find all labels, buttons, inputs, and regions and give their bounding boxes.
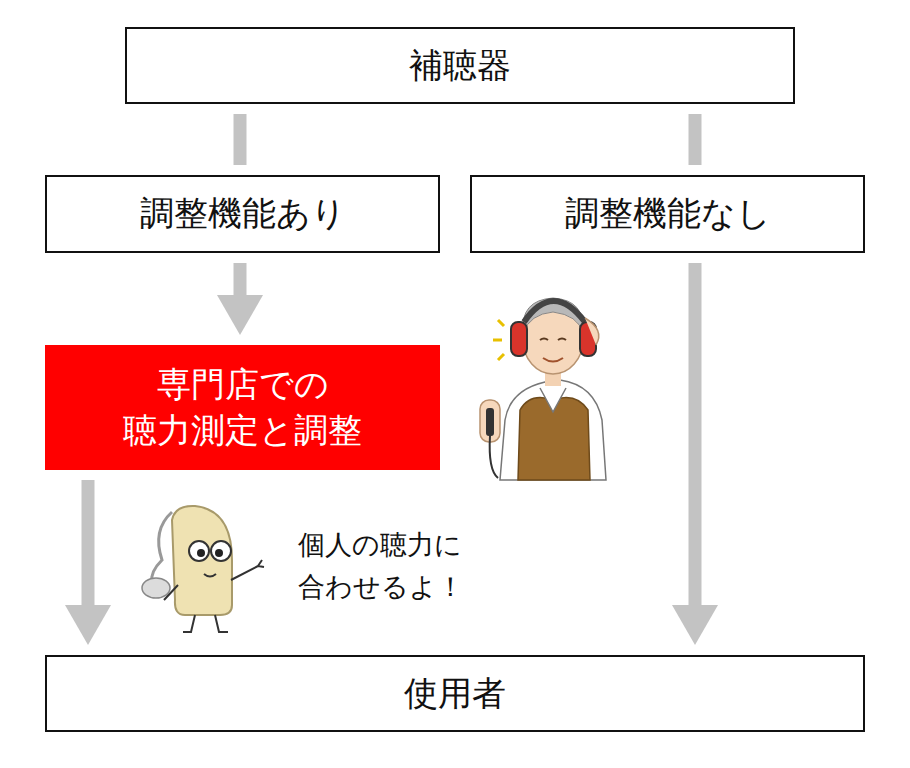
- flow-arrow: [217, 263, 263, 335]
- root-box: 補聴器: [125, 27, 795, 104]
- connector-shaft: [234, 263, 247, 297]
- node-text: 補聴器: [409, 43, 511, 89]
- listener-illustration: [480, 298, 606, 480]
- hearing-aid-mascot: [142, 506, 264, 632]
- arrow-head: [65, 605, 111, 645]
- node-text: 使用者: [404, 671, 506, 717]
- flow-arrow: [695, 114, 696, 165]
- flow-arrow: [672, 263, 718, 645]
- connector-shaft: [82, 480, 95, 607]
- arrow-head: [217, 295, 263, 335]
- process-box: 調整機能あり: [45, 175, 440, 253]
- flow-arrow: [65, 480, 111, 645]
- node-text: 調整機能なし: [565, 191, 771, 237]
- arrow-head: [672, 605, 718, 645]
- node-text: 調整機能あり: [140, 191, 346, 237]
- connector-shaft: [689, 114, 702, 165]
- connector-shaft: [689, 263, 702, 607]
- process-box: 調整機能なし: [470, 175, 865, 253]
- node-text: 専門店での 聴力測定と調整: [93, 362, 393, 454]
- flow-arrow: [240, 114, 241, 165]
- speech-text: 個人の聴力に 合わせるよ！: [298, 524, 538, 608]
- target-box: 使用者: [45, 655, 865, 732]
- highlight-box: 専門店での 聴力測定と調整: [45, 345, 440, 470]
- connector-shaft: [234, 114, 247, 165]
